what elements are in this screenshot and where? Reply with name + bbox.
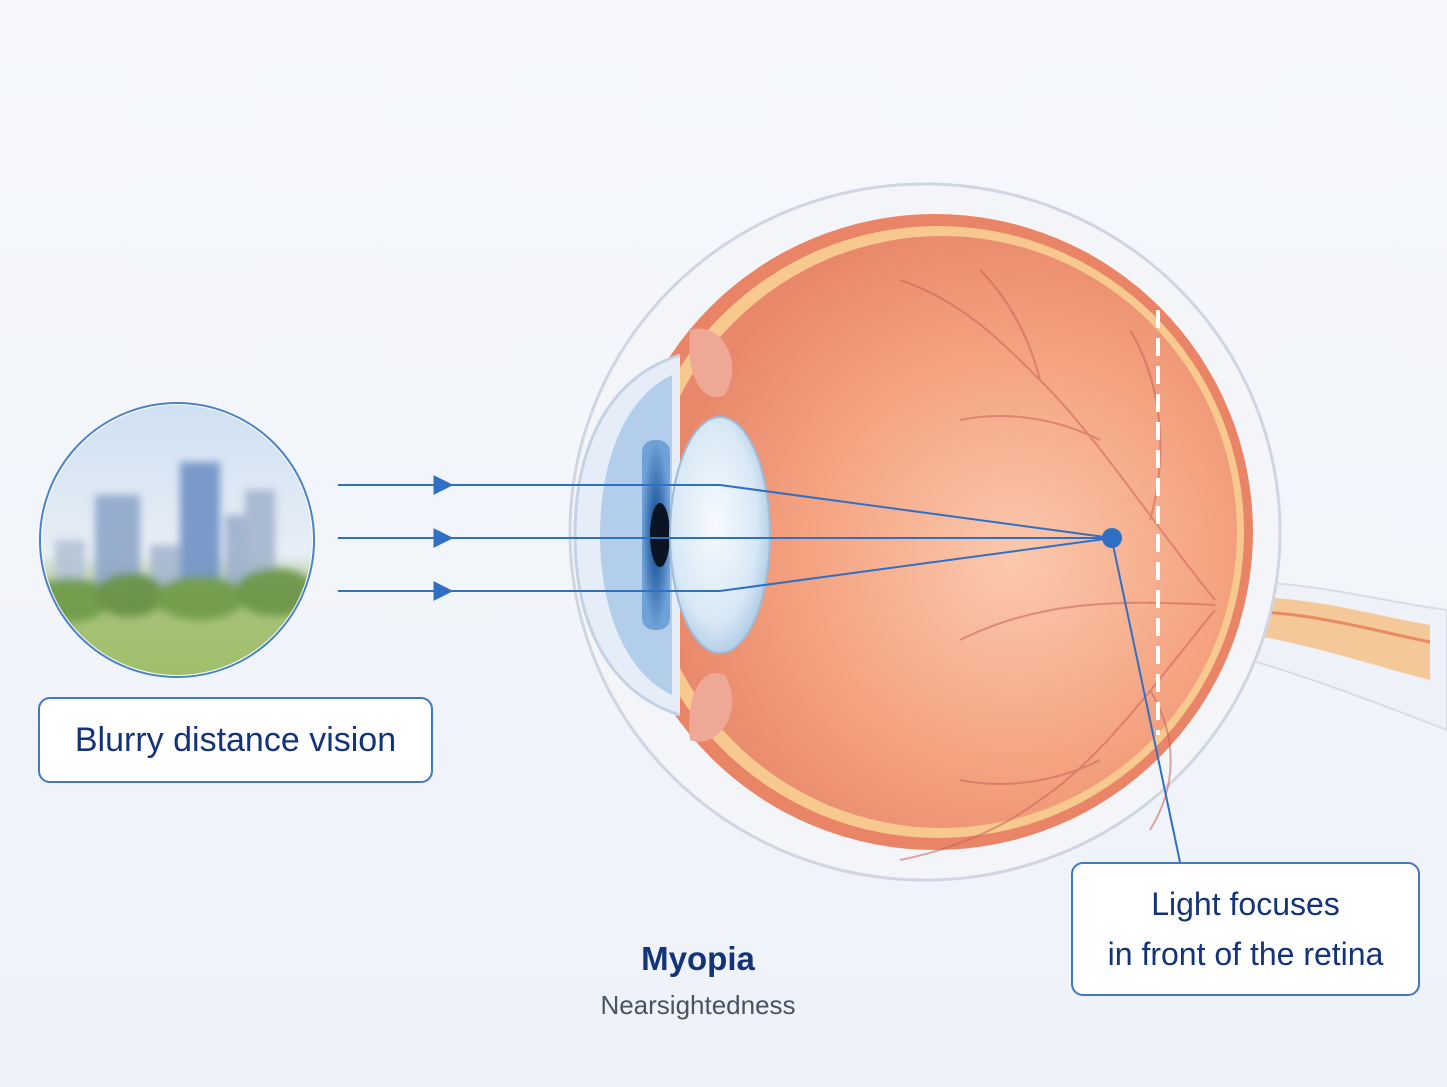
diagram-title: Myopia [641, 940, 755, 977]
blurry-scene [39, 402, 315, 678]
lens [669, 416, 771, 654]
optic-nerve [1214, 581, 1447, 732]
focus-line-2: in front of the retina [1107, 936, 1384, 972]
blurry-vision-label: Blurry distance vision [38, 697, 433, 783]
light-rays [338, 475, 1113, 601]
leader-line [1111, 539, 1181, 863]
blood-vessels [899, 269, 1216, 861]
ciliary-body-upper [689, 328, 733, 398]
ciliary-body-lower [689, 672, 733, 742]
blurry-vision-text: Blurry distance vision [74, 720, 397, 759]
focal-point [1102, 528, 1122, 548]
focus-label: Light focuses in front of the retina [1071, 862, 1420, 996]
vitreous-body [647, 236, 1237, 828]
pupil [650, 503, 670, 567]
focus-line-1: Light focuses [1151, 886, 1340, 922]
diagram-subtitle: Nearsightedness [600, 990, 796, 1020]
